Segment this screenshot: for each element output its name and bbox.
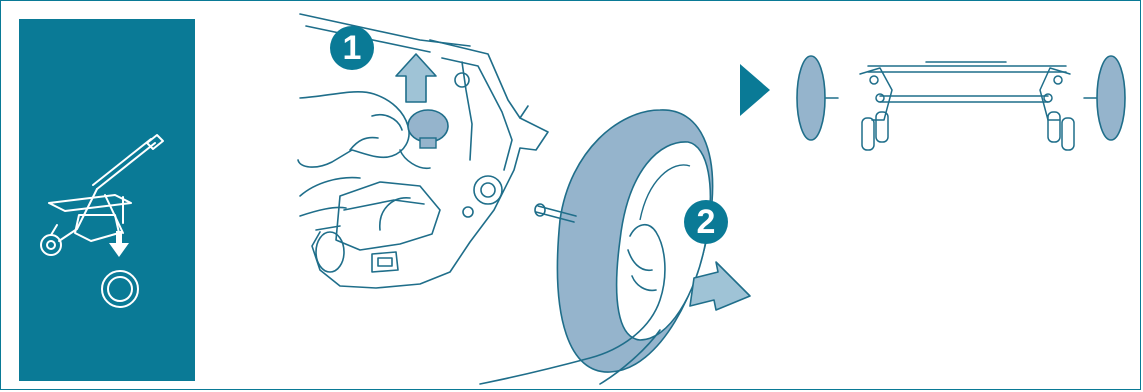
up-arrow-icon bbox=[396, 54, 436, 102]
play-triangle-icon bbox=[740, 64, 770, 116]
step-1-badge: 1 bbox=[330, 26, 374, 70]
large-wheel bbox=[557, 110, 712, 372]
axle-assembly bbox=[797, 56, 1125, 150]
release-pin bbox=[408, 110, 448, 148]
step-2-badge: 2 bbox=[684, 200, 728, 244]
